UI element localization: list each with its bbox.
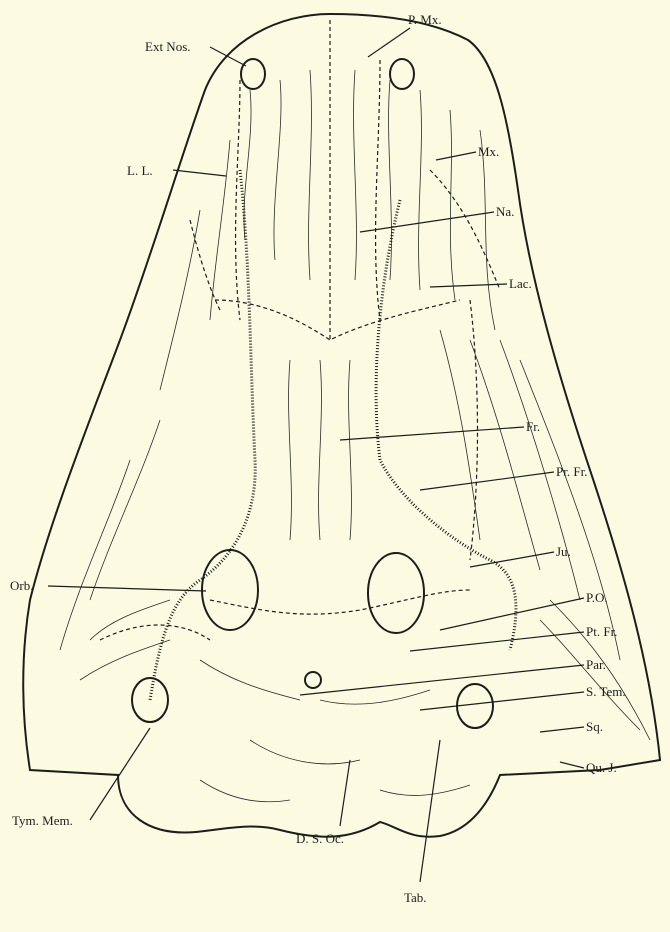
leader-lines xyxy=(48,28,584,882)
label-na: Na. xyxy=(496,204,514,219)
external-nostril-right xyxy=(390,59,414,89)
label-par: Par. xyxy=(586,657,606,672)
label-ll: L. L. xyxy=(127,163,153,178)
bone-texture xyxy=(60,70,650,802)
label-fr: Fr. xyxy=(526,419,540,434)
label-ju: Ju. xyxy=(556,544,571,559)
label-ext-nos: Ext Nos. xyxy=(145,39,191,54)
label-ds-oc: D. S. Oc. xyxy=(296,831,344,846)
label-po: P.O. xyxy=(586,590,608,605)
label-sq: Sq. xyxy=(586,719,603,734)
label-p-mx: P. Mx. xyxy=(408,12,442,27)
pineal-foramen xyxy=(305,672,321,688)
label-tym-mem: Tym. Mem. xyxy=(12,813,73,828)
external-nostril-left xyxy=(241,59,265,89)
label-tab: Tab. xyxy=(404,890,427,905)
lateral-line-right xyxy=(376,200,516,650)
lateral-line-left xyxy=(150,170,255,700)
otic-notch-left xyxy=(132,678,168,722)
label-mx: Mx. xyxy=(478,144,499,159)
label-pt-fr: Pt. Fr. xyxy=(586,624,617,639)
label-qu-j: Qu. J. xyxy=(586,760,617,775)
label-lac: Lac. xyxy=(509,276,532,291)
label-s-tem: S. Tem. xyxy=(586,684,626,699)
skull-outline xyxy=(23,14,660,837)
label-pr-fr: Pr. Fr. xyxy=(556,464,587,479)
label-orb: Orb. xyxy=(10,578,33,593)
orbit-left xyxy=(202,550,258,630)
orbit-right xyxy=(368,553,424,633)
otic-notch-right xyxy=(457,684,493,728)
